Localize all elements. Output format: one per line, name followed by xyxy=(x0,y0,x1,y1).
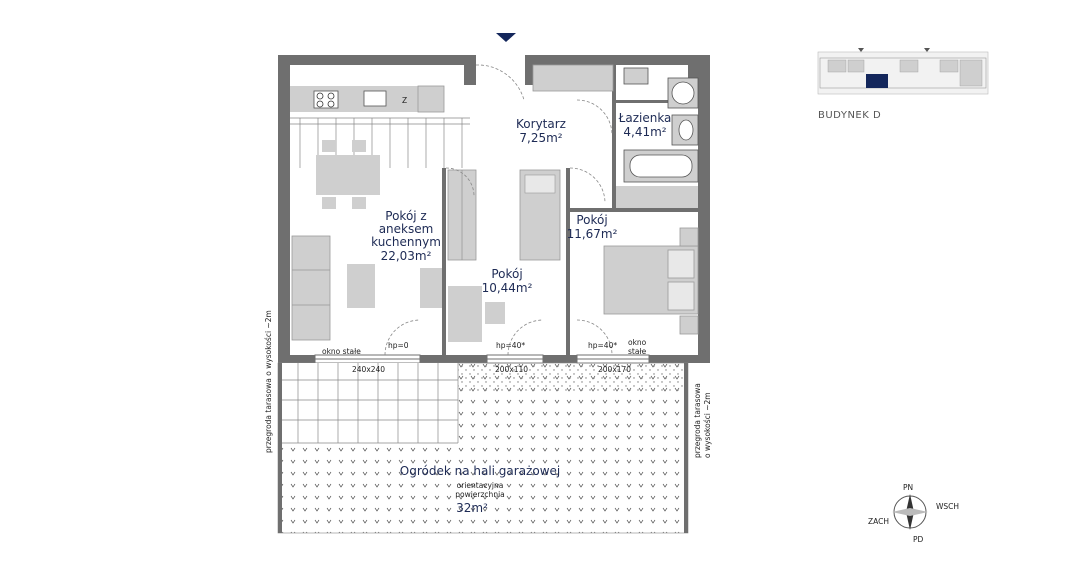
building-key-plan xyxy=(817,48,989,95)
partition-right-label-2: o wysokości ~2m xyxy=(703,392,712,458)
bathroom-label: Łazienka xyxy=(618,111,672,125)
living-label-1: Pokój z xyxy=(385,209,426,223)
living-label-2: aneksem xyxy=(379,222,434,236)
wardrobe xyxy=(447,169,477,261)
desk xyxy=(448,286,482,342)
corridor-label: Korytarz xyxy=(516,117,566,131)
window-2-hp: hp=40* xyxy=(496,341,525,350)
window-1-size: 240x240 xyxy=(352,365,385,374)
kitchen-counter xyxy=(290,85,445,113)
compass-e: WSCH xyxy=(936,502,959,511)
tv-cabinet xyxy=(420,268,442,308)
room-b-label: Pokój xyxy=(491,267,522,281)
dining-table xyxy=(316,140,380,209)
window-3-note-1: okno xyxy=(628,338,647,347)
bathroom-area: 4,41m² xyxy=(623,125,666,139)
apartment-highlight xyxy=(866,74,888,88)
partition-left-label: przegroda tarasowa o wysokości ~2m xyxy=(264,310,273,453)
building-label: BUDYNEK D xyxy=(818,110,882,121)
room-a-area: 11,67m² xyxy=(567,227,618,241)
living-area: 22,03m² xyxy=(381,249,432,263)
doors xyxy=(384,64,613,356)
compass-s: PD xyxy=(913,535,924,544)
double-bed xyxy=(603,227,699,335)
partition-right-label-1: przegroda tarasowa xyxy=(693,383,702,458)
compass-icon xyxy=(892,494,928,530)
compass-n: PN xyxy=(903,483,913,492)
room-b-area: 10,44m² xyxy=(482,281,533,295)
window-2-size: 200x110 xyxy=(495,365,528,374)
bathroom-fixtures xyxy=(623,67,699,183)
compass-w: ZACH xyxy=(868,517,889,526)
garden-label: Ogródek na hali garażowej xyxy=(400,464,560,478)
garden-area: 32m² xyxy=(456,501,488,515)
window-3-hp: hp=40* xyxy=(588,341,617,350)
hall-wardrobe xyxy=(532,64,614,92)
garden-note-1: orientacyjna xyxy=(457,481,504,490)
window-3-note-2: stałe xyxy=(628,347,647,356)
room-a-wardrobe xyxy=(616,186,698,208)
chair xyxy=(485,302,505,324)
sofa xyxy=(291,235,331,341)
window-1-hp: hp=0 xyxy=(388,341,409,350)
corridor-area: 7,25m² xyxy=(519,131,562,145)
kitchen-letter: Z xyxy=(402,96,407,105)
entrance-arrow-icon xyxy=(496,33,516,42)
window-1-note: okno stałe xyxy=(322,347,361,356)
living-label-3: kuchennym xyxy=(371,235,441,249)
window-3-size: 200x170 xyxy=(598,365,631,374)
garden-note-2: powierzchnia xyxy=(455,490,505,499)
room-a-label: Pokój xyxy=(576,213,607,227)
coffee-table xyxy=(347,264,375,308)
garden xyxy=(277,362,689,534)
